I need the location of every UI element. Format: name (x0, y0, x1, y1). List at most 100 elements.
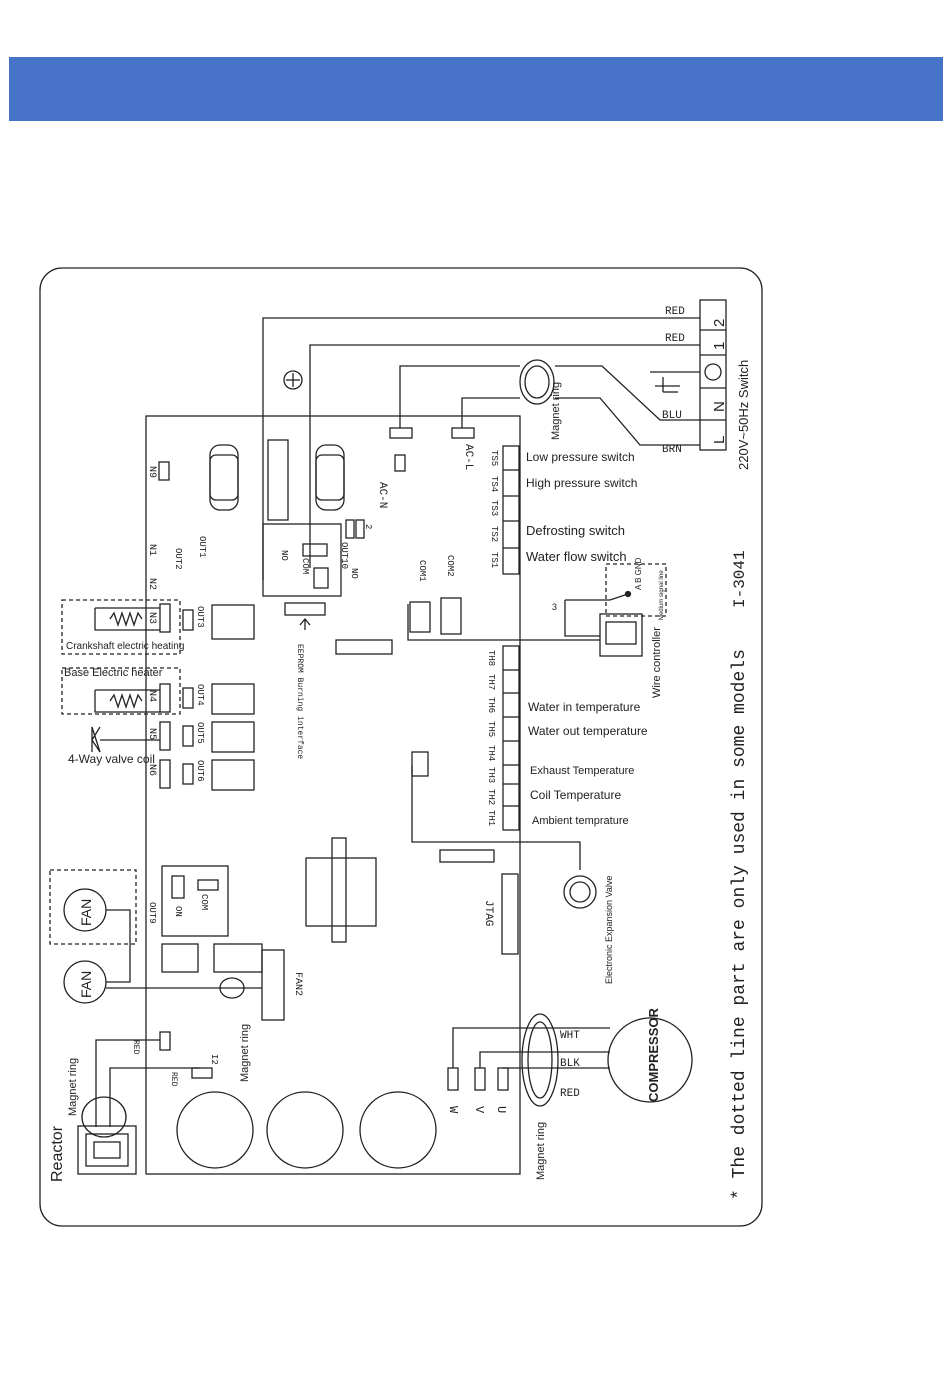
fan2-label: FAN2 (292, 972, 303, 996)
reactor-i2: I2 (209, 1054, 219, 1065)
power-wire-n (399, 365, 520, 428)
relay-out9 (161, 865, 229, 937)
relay-no2-label: NO (349, 568, 359, 579)
pin-th2: TH2 (486, 789, 496, 805)
base-heater-optional (61, 667, 181, 715)
label-high-pressure: High pressure switch (526, 476, 637, 490)
magnet-ring-label-comp: Magnet ring (535, 1122, 547, 1180)
reactor-red-2: RED (169, 1072, 178, 1087)
pin-th6: TH6 (486, 697, 496, 713)
out9-com-label: COM (199, 894, 209, 910)
label-defrosting: Defrosting switch (526, 523, 625, 538)
out9-label: OUT9 (147, 902, 157, 924)
pin-n4: N4 (146, 690, 157, 702)
magnet-ring-label-reactor: Magnet ring (67, 1058, 79, 1116)
out9-on-label: ON (173, 906, 183, 917)
compressor (607, 1017, 693, 1103)
label-base-heater: Base Electric heater (64, 667, 163, 679)
eev-label: Electronic Expansion Valve (604, 876, 614, 984)
wire-controller (599, 613, 643, 657)
terminal-l: L (711, 436, 728, 444)
pin-ts1: TS1 (489, 552, 499, 568)
eeprom-label: EEPROM Burning interface (295, 644, 304, 759)
power-wire-l (461, 397, 520, 428)
fan-1-label: FAN (78, 899, 94, 926)
pin-th8: TH8 (486, 650, 496, 666)
wire-controller-signal: Medium signal line (659, 570, 665, 620)
fan-optional (49, 869, 137, 945)
pin-n5: N5 (146, 728, 157, 740)
crankshaft-heater-optional (61, 599, 181, 655)
label-brn: BRN (662, 444, 682, 456)
magnet-ring-label-top: Magnet ring (550, 382, 562, 440)
relay-out10-label: OUT10 (339, 542, 349, 569)
sensor-header (502, 645, 520, 831)
label-low-pressure: Low pressure switch (526, 450, 635, 464)
label-red-2: RED (665, 333, 685, 345)
fan-2-label: FAN (78, 971, 94, 998)
jtag-label: JTAG (482, 900, 494, 926)
comp-w: W (446, 1106, 460, 1114)
relay-pin-num: 2 (363, 524, 373, 529)
comp-wht: WHT (560, 1030, 580, 1042)
out6-label: OUT6 (195, 760, 205, 782)
comp-blk: BLK (560, 1058, 580, 1070)
compressor-label: COMPRESSOR (646, 1007, 661, 1102)
label-coil: Coil Temperature (530, 788, 621, 802)
pin-th4: TH4 (486, 745, 496, 761)
pin-th3: TH3 (486, 767, 496, 783)
reactor-red-1: RED (131, 1040, 140, 1055)
terminal-1: 1 (711, 342, 728, 350)
switch-header (502, 445, 520, 575)
pin-th1: TH1 (486, 810, 496, 826)
terminal-2: 2 (711, 319, 728, 327)
label-ambient: Ambient temprature (532, 815, 629, 827)
power-wire-red-2 (309, 344, 700, 568)
terminal-block (699, 299, 727, 451)
out5-label: OUT5 (195, 722, 205, 744)
out1-label: OUT1 (197, 536, 207, 558)
com1-label: COM1 (417, 560, 427, 582)
pin-n3: N3 (146, 612, 157, 624)
transformer (305, 857, 377, 927)
out2-label: OUT2 (173, 548, 183, 570)
out3-label: OUT3 (195, 606, 205, 628)
header-band (9, 57, 943, 121)
pin-n1: N1 (146, 544, 157, 556)
comp-v: V (472, 1106, 486, 1114)
magnet-ring-label-fan: Magnet ring (239, 1024, 251, 1082)
fan2-connector (261, 949, 285, 1021)
label-4way-valve: 4-Way valve coil (68, 752, 155, 766)
label-water-flow: Water flow switch (526, 549, 627, 564)
power-switch-label: 220V~50Hz Switch (736, 360, 751, 470)
power-wire-red-1 (262, 317, 700, 580)
pin-th7: TH7 (486, 674, 496, 690)
model-number: I-3041 (731, 550, 749, 608)
wire-controller-label: Wire controller (651, 627, 663, 698)
wire-count: 3 (552, 602, 557, 612)
reactor-core (77, 1125, 137, 1175)
pin-th5: TH5 (486, 721, 496, 737)
com2-label: COM2 (445, 555, 455, 577)
magnet-ring-compressor (521, 1013, 559, 1107)
relay-com-label: COM (300, 558, 310, 574)
ground-screw (283, 370, 303, 390)
label-exhaust: Exhaust Temperature (530, 765, 634, 777)
comp-u: U (494, 1106, 508, 1113)
pin-ts3: TS3 (489, 500, 499, 516)
comp-red: RED (560, 1088, 580, 1100)
relay-no-label: NO (279, 550, 289, 561)
pin-ts4: TS4 (489, 476, 499, 492)
dotted-note: * The dotted line part are only used in … (730, 649, 750, 1200)
relay-out10 (262, 523, 342, 597)
magnet-ring-top (519, 359, 555, 405)
pin-ts5: TS5 (489, 450, 499, 466)
label-blu: BLU (662, 410, 682, 422)
main-board (145, 415, 521, 1175)
pin-n2: N2 (146, 578, 157, 590)
reactor-label: Reactor (49, 1125, 66, 1182)
label-crankshaft: Crankshaft electric heating (66, 641, 184, 652)
pin-n6: N6 (146, 764, 157, 776)
label-water-out: Water out temperature (528, 724, 648, 738)
